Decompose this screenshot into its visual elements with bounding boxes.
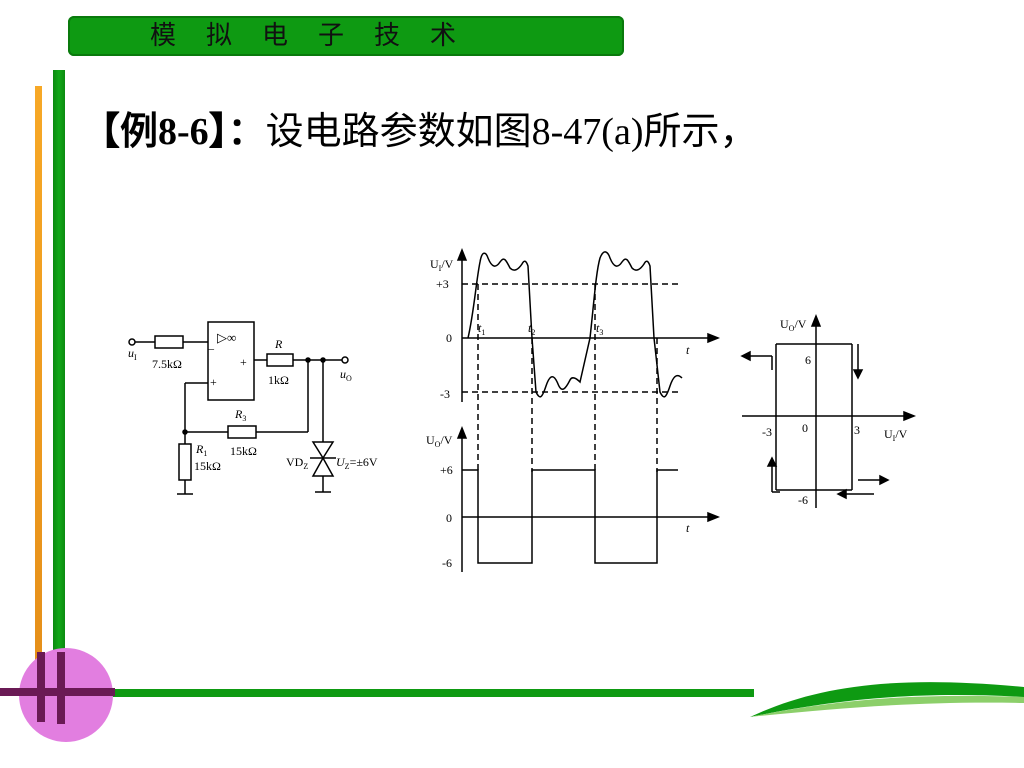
banner-title: 模拟电子技术 <box>150 21 487 51</box>
opamp-plus-in: + <box>210 375 217 389</box>
circuit-diagram: uI 7.5kΩ ▷∞ _ + + R 1kΩ uO R3 15kΩ R1 15… <box>128 321 378 495</box>
zener-value: UZ=±6V <box>336 455 378 471</box>
transfer-y-axis-label: UO/V <box>780 317 807 333</box>
circuit-r-label: R <box>274 337 283 351</box>
waveform-diagram: UI/V +3 0 -3 t t1 t2 t3 UO/V +6 0 -6 t <box>426 247 720 572</box>
slide-heading: 【例8-6】：设电路参数如图8-47(a)所示， <box>82 100 758 155</box>
circuit-r-value: 1kΩ <box>268 373 289 387</box>
uo-tick-pos: +6 <box>440 463 453 477</box>
transfer-curve: UO/V UI/V 6 -6 -3 3 0 <box>740 313 917 508</box>
leaf-swoosh <box>750 682 1024 717</box>
transfer-x-pos: 3 <box>854 423 860 437</box>
circuit-r3-value: 15kΩ <box>230 444 257 458</box>
orange-side-bar <box>35 86 42 720</box>
circuit-output-label: uO <box>340 367 352 383</box>
opamp-minus: _ <box>207 337 215 351</box>
heading-prefix: 【例8-6】： <box>82 111 266 153</box>
opamp-plus-out: + <box>240 355 247 369</box>
circuit-r-in-value: 7.5kΩ <box>152 357 182 371</box>
transfer-y-pos: 6 <box>805 353 811 367</box>
ui-tick-pos: +3 <box>436 277 449 291</box>
decor-cross-horizontal <box>0 688 115 696</box>
transfer-origin: 0 <box>802 421 808 435</box>
ui-tick-zero: 0 <box>446 331 452 345</box>
circuit-r1-value: 15kΩ <box>194 459 221 473</box>
decor-cross-vertical <box>37 652 45 722</box>
ui-tick-neg: -3 <box>440 387 450 401</box>
uo-axis-label: UO/V <box>426 433 453 449</box>
uo-tick-neg: -6 <box>442 556 452 570</box>
uo-tick-zero: 0 <box>446 511 452 525</box>
t3-label: t3 <box>596 321 603 337</box>
zener-label: VDZ <box>286 455 308 471</box>
transfer-y-neg: -6 <box>798 493 808 507</box>
circuit-r3-label: R3 <box>234 407 246 423</box>
green-side-bar <box>53 70 65 720</box>
heading-text: 设电路参数如图8-47(a)所示， <box>265 111 758 153</box>
transfer-x-neg: -3 <box>762 425 772 439</box>
transfer-x-axis-label: UI/V <box>884 427 908 443</box>
opamp-symbol: ▷∞ <box>217 330 236 345</box>
circuit-input-label: uI <box>128 346 137 362</box>
ui-time-label: t <box>686 343 690 357</box>
green-bottom-bar <box>40 689 754 697</box>
circuit-r1-label: R1 <box>195 442 207 458</box>
t1-label: t1 <box>478 321 485 337</box>
uo-time-label: t <box>686 521 690 535</box>
title-banner <box>68 16 624 56</box>
ui-axis-label: UI/V <box>430 257 454 273</box>
t2-label: t2 <box>528 321 535 337</box>
